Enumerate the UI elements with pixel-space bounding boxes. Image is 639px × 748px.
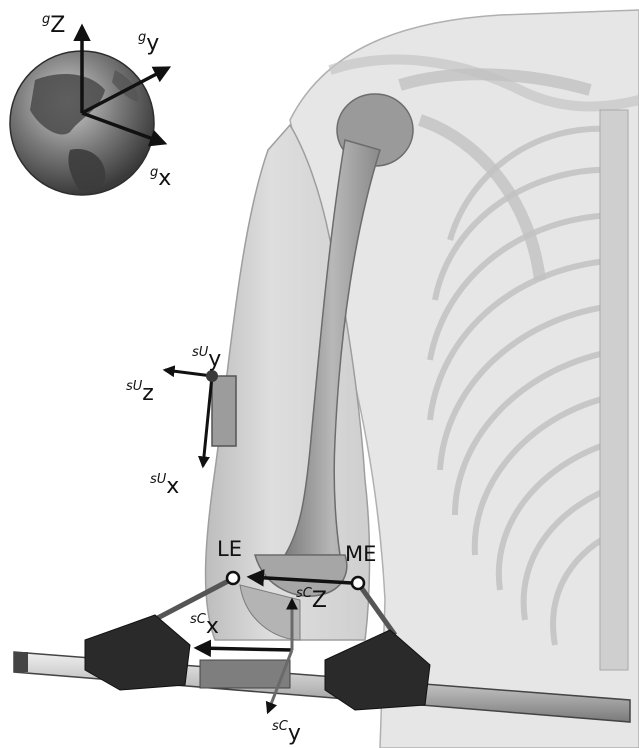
global-y-label: gy	[138, 30, 159, 56]
global-z-label: gZ	[42, 12, 65, 38]
sensor-z-label: sUz	[126, 379, 154, 406]
lateral-epicondyle-label: LE	[217, 537, 242, 561]
global-x-label: gx	[150, 165, 171, 191]
sensor-z-axis	[165, 370, 212, 376]
medial-epicondyle-marker	[352, 577, 364, 589]
forearm-x-label: sCx	[190, 612, 219, 639]
sensor-y-label: sUy	[192, 345, 221, 372]
spine	[600, 110, 628, 670]
upper-arm-sensor	[212, 376, 236, 446]
forearm-y-label: sCy	[272, 719, 301, 746]
upper-arm-sensor-axes	[165, 370, 212, 466]
sensor-x-axis	[203, 376, 212, 466]
forearm-x-axis	[197, 648, 292, 650]
sensor-x-label: sUx	[150, 472, 179, 499]
medial-epicondyle-label: ME	[345, 542, 376, 566]
lateral-epicondyle-marker	[227, 572, 239, 584]
